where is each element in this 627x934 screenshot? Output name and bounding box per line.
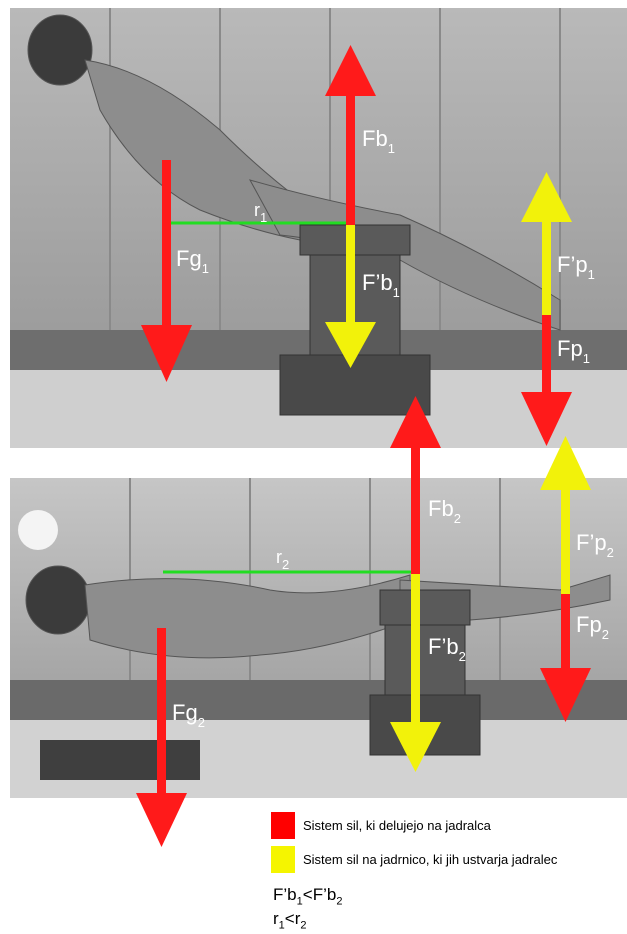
legend-item-boat-forces: Sistem sil na jadrnico, ki jih ustvarja … (271, 846, 557, 873)
legend-swatch-red (271, 812, 295, 839)
legend-text-red: Sistem sil, ki delujejo na jadralca (303, 818, 491, 833)
legend-item-sailor-forces: Sistem sil, ki delujejo na jadralca (271, 812, 491, 839)
photo-top (10, 8, 627, 448)
formula-radius-comparison: r1<r2 (273, 910, 307, 931)
photo-bottom (10, 478, 627, 798)
legend-swatch-yellow (271, 846, 295, 873)
formula-force-comparison: F’b1<F’b2 (273, 886, 342, 907)
legend-text-yellow: Sistem sil na jadrnico, ki jih ustvarja … (303, 852, 557, 867)
